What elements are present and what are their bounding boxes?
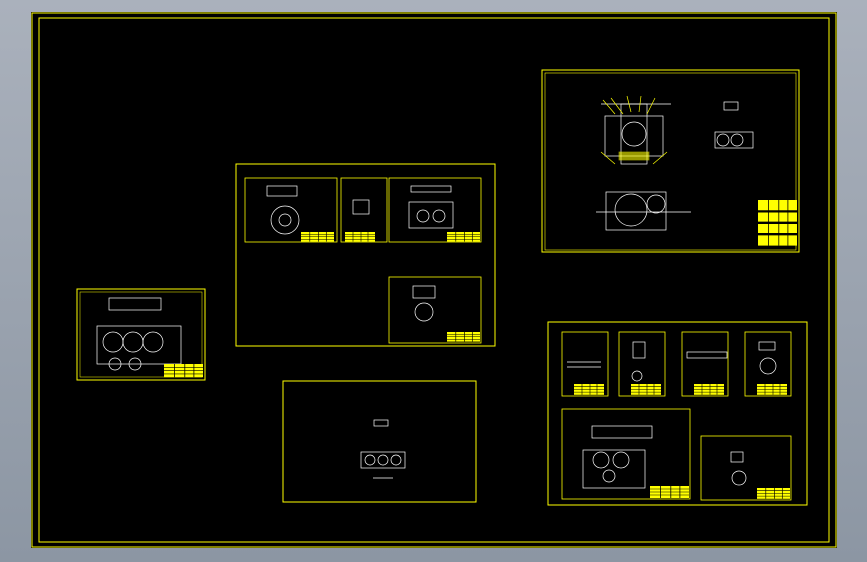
part-drawing-set-right[interactable]	[547, 321, 808, 506]
drawing-canvas[interactable]	[31, 12, 837, 548]
assembly-drawing-left[interactable]	[76, 288, 206, 381]
part-drawing-set-center[interactable]	[235, 163, 496, 347]
process-drawing-sheet[interactable]	[282, 380, 477, 503]
outer-border	[31, 12, 837, 548]
assembly-drawing-sheet[interactable]	[541, 69, 800, 253]
cad-model-space[interactable]	[31, 12, 837, 548]
